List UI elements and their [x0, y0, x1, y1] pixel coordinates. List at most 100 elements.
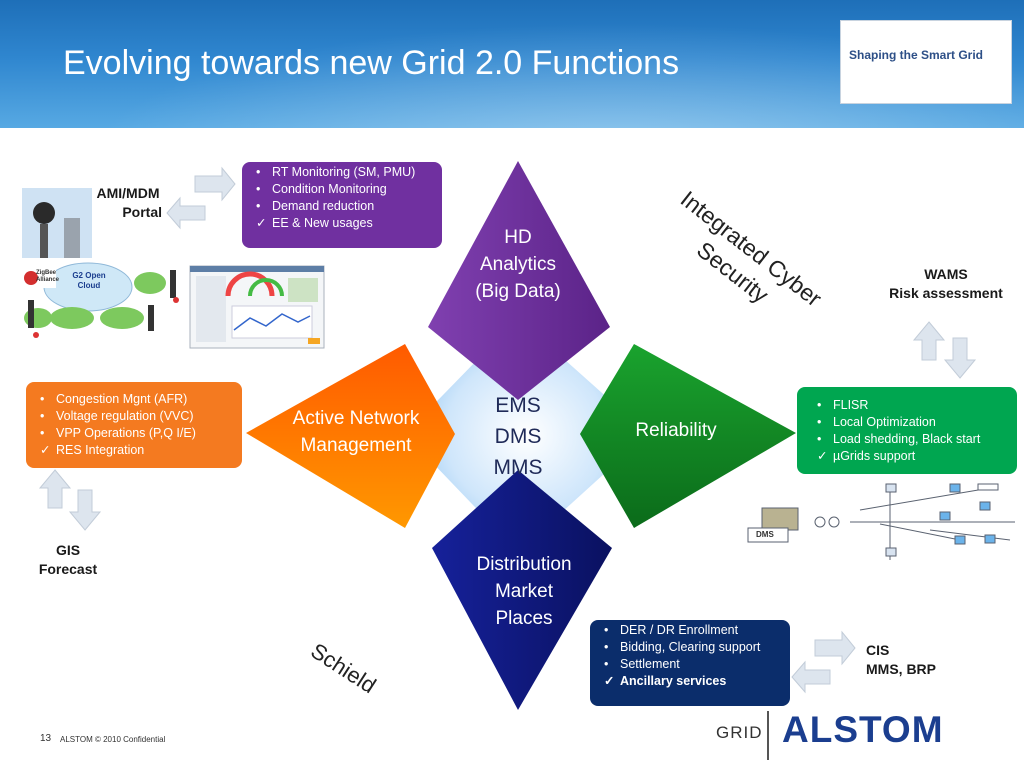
ami-mdm-label: AMI/MDM Portal — [88, 184, 168, 222]
quadrant-bottom-line: Places — [495, 608, 553, 629]
label-line: GIS — [55, 542, 81, 558]
feature-item: ✓ RES Integration — [38, 442, 234, 459]
wams-double-arrow — [912, 321, 977, 379]
market-feature-box: •DER / DR Enrollment • Bidding, Clearing … — [590, 620, 790, 706]
label-line: AMI/MDM — [96, 185, 160, 201]
feature-item: • Bidding, Clearing support — [602, 639, 782, 656]
feature-item: • Local Optimization — [815, 414, 1009, 431]
cloud-line: G2 Open — [72, 271, 106, 280]
feature-text: Bidding, Clearing support — [620, 640, 761, 654]
feature-text: FLISR — [833, 398, 869, 412]
bullet-marker: • — [817, 398, 822, 412]
dms-tag: DMS — [756, 530, 774, 539]
feature-item: • Load shedding, Black start — [815, 431, 1009, 448]
center-diamond — [405, 318, 648, 552]
quadrant-top-line: Analytics — [479, 254, 557, 275]
zigbee-line: Alliance — [36, 277, 60, 283]
distribution-market-label: Distribution Market Places — [454, 551, 594, 632]
reliability-feature-box: • FLISR • Local Optimization • Load sheddin… — [797, 387, 1017, 474]
active-network-label: Active Network Management — [266, 405, 446, 459]
bullet-marker: • — [817, 432, 822, 446]
quadrant-right-line: Reliability — [635, 420, 717, 441]
feature-text: VPP Operations (P,Q I/E) — [56, 426, 196, 440]
label-line: WAMS — [924, 266, 968, 282]
center-line: DMS — [494, 425, 542, 448]
feature-item: ✓ µGrids support — [815, 448, 1009, 465]
feature-text: Condition Monitoring — [272, 182, 387, 196]
feature-text: EE & New usages — [272, 216, 373, 230]
reliability-label: Reliability — [606, 417, 746, 444]
feature-text: Load shedding, Black start — [833, 432, 981, 446]
bullet-marker: • — [40, 426, 45, 440]
bottom-quadrant — [432, 470, 612, 710]
feature-text: Congestion Mgnt (AFR) — [56, 392, 188, 406]
label-line: Portal — [122, 204, 162, 220]
quadrant-bottom-line: Market — [494, 581, 554, 602]
page-number: 13 — [40, 733, 52, 744]
center-line: MMS — [493, 456, 543, 479]
wams-label: WAMS Risk assessment — [876, 265, 1016, 303]
feature-item: • Congestion Mgnt (AFR) — [38, 391, 234, 408]
bullet-marker: • — [604, 623, 609, 637]
feature-item: • VPP Operations (P,Q I/E) — [38, 425, 234, 442]
title-banner: Evolving towards new Grid 2.0 Functions … — [0, 0, 1024, 128]
alstom-logo: ALSTOM — [782, 709, 944, 750]
label-line: CIS — [866, 642, 890, 658]
feature-item: ✓ EE & New usages — [254, 215, 434, 232]
gis-double-arrow — [38, 469, 102, 531]
bullet-marker: • — [256, 199, 261, 213]
label-line: Forecast — [38, 561, 98, 577]
feature-text: Ancillary services — [620, 674, 727, 688]
grid-label: GRID — [716, 723, 763, 742]
quadrant-top-line: HD — [504, 227, 532, 248]
feature-text: RT Monitoring (SM, PMU) — [272, 165, 416, 179]
cis-double-arrow — [791, 630, 856, 694]
ami-double-arrow — [166, 166, 236, 230]
label-line: Risk assessment — [889, 285, 1003, 301]
bullet-marker: • — [817, 415, 822, 429]
hd-analytics-label: HD Analytics (Big Data) — [458, 224, 578, 305]
quadrant-left-line: Active Network — [292, 408, 420, 429]
feature-text: µGrids support — [833, 449, 916, 463]
ami-illustration — [22, 188, 179, 338]
feature-item: • RT Monitoring (SM, PMU) — [254, 164, 434, 181]
application-screenshots — [189, 265, 325, 349]
check-icon: ✓ — [817, 449, 828, 463]
bullet-marker: • — [40, 392, 45, 406]
check-icon: ✓ — [604, 674, 615, 688]
feature-item: • FLISR — [815, 397, 1009, 414]
analytics-feature-box: • RT Monitoring (SM, PMU) • Condition Moni… — [242, 162, 442, 248]
zigbee-line: ZigBee — [36, 270, 57, 276]
quadrant-left-line: Management — [300, 435, 412, 456]
quadrant-top-line: (Big Data) — [475, 281, 561, 302]
check-icon: ✓ — [256, 216, 267, 230]
label-line: MMS, BRP — [866, 661, 936, 677]
bullet-marker: • — [604, 657, 609, 671]
feature-item: • Condition Monitoring — [254, 181, 434, 198]
feature-text: Demand reduction — [272, 199, 375, 213]
quadrant-bottom-line: Distribution — [476, 554, 572, 575]
bullet-marker: • — [604, 640, 609, 654]
left-quadrant — [246, 344, 455, 528]
bullet-marker: • — [256, 165, 261, 179]
bullet-marker: • — [40, 409, 45, 423]
cis-label: CIS MMS, BRP — [866, 641, 956, 679]
check-icon: ✓ — [40, 443, 51, 457]
right-quadrant — [580, 344, 796, 528]
copyright-text: ALSTOM © 2010 Confidential — [60, 735, 166, 744]
feature-text: Local Optimization — [833, 415, 936, 429]
cloud-line: Cloud — [77, 281, 101, 290]
feature-item: • Voltage regulation (VVC) — [38, 408, 234, 425]
gis-forecast-label: GIS Forecast — [28, 541, 108, 579]
feature-text: RES Integration — [56, 443, 145, 457]
slide-title: Evolving towards new Grid 2.0 Functions — [63, 44, 680, 82]
bullet-marker: • — [256, 182, 261, 196]
feature-text: Voltage regulation (VVC) — [56, 409, 194, 423]
center-line: EMS — [495, 394, 541, 417]
feature-item: ✓ Ancillary services — [602, 673, 782, 690]
feature-item: •DER / DR Enrollment — [602, 622, 782, 639]
dms-network-schematic — [747, 483, 1015, 560]
center-systems-label: EMS DMS MMS — [468, 390, 568, 483]
cloud-label: G2 Open Cloud — [68, 271, 110, 291]
